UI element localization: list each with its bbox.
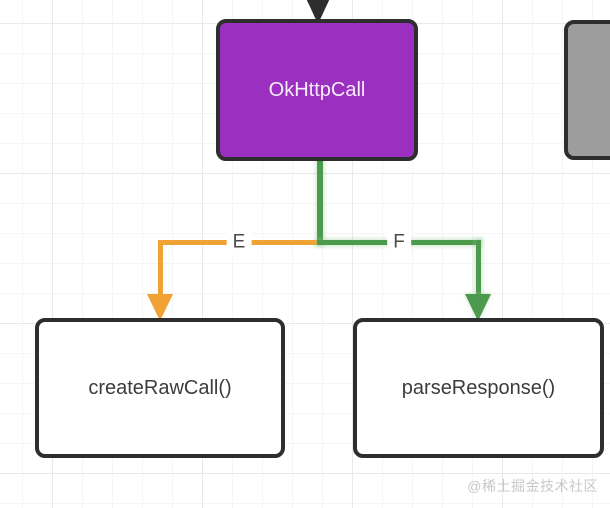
- edge-f-vertical-segment[interactable]: [476, 240, 481, 296]
- edge-e-vertical-segment[interactable]: [158, 240, 163, 296]
- watermark: @稀土掘金技术社区: [467, 478, 598, 494]
- node-okhttpcall[interactable]: OkHttpCall: [216, 19, 418, 161]
- edge-e-arrowhead-icon: [147, 294, 173, 321]
- edge-f-arrowhead-icon: [465, 294, 491, 321]
- node-okhttpcall-label: OkHttpCall: [268, 78, 366, 101]
- node-parse-response[interactable]: parseResponse(): [353, 318, 604, 458]
- node-partial-gray[interactable]: [564, 20, 610, 160]
- edge-label-e[interactable]: E: [226, 231, 252, 255]
- edge-f-stem-segment[interactable]: [317, 159, 323, 245]
- node-parse-response-label: parseResponse(): [401, 376, 556, 399]
- edge-label-f[interactable]: F: [387, 231, 411, 255]
- node-create-raw-call[interactable]: createRawCall(): [35, 318, 285, 458]
- node-create-raw-call-label: createRawCall(): [88, 376, 232, 399]
